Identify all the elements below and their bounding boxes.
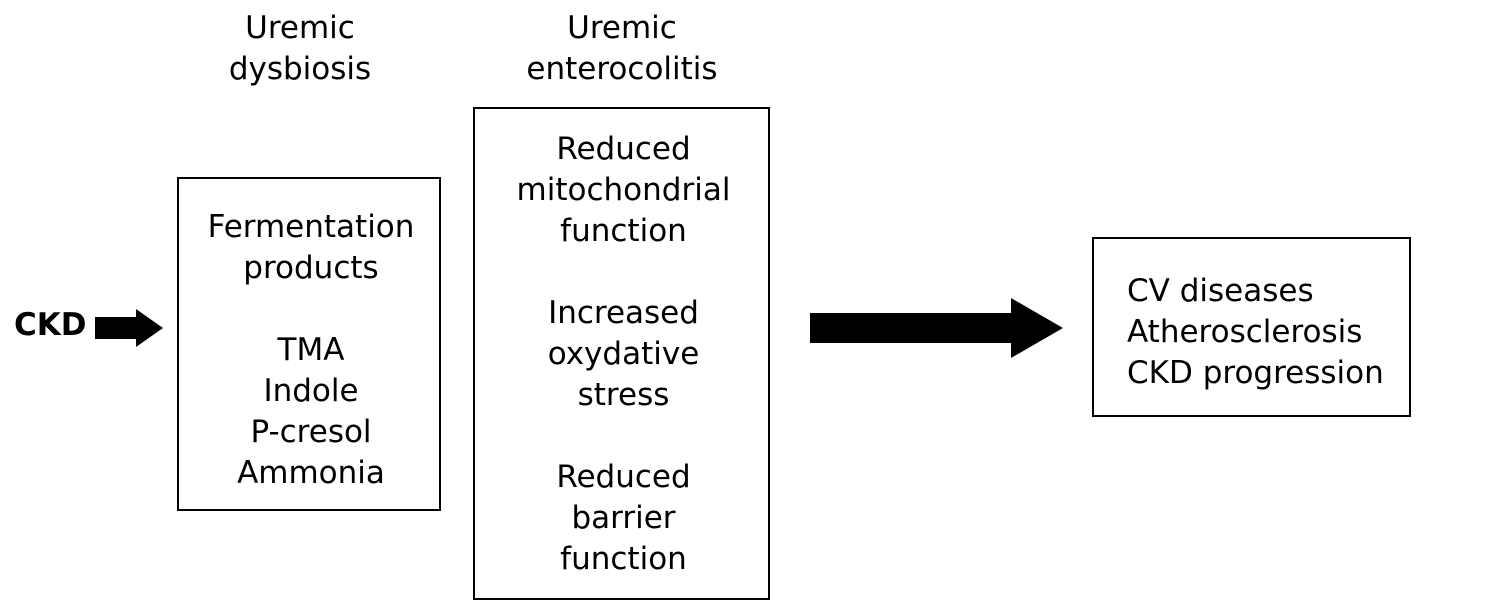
ckd-entry-label: CKD xyxy=(14,307,87,343)
ckd-to-dysbiosis-arrow xyxy=(95,309,163,347)
enterocolitis-to-outcomes-arrow xyxy=(810,298,1063,358)
outcomes-box: CV diseases Atherosclerosis CKD progress… xyxy=(1092,237,1411,417)
uremic-enterocolitis-box: Reduced mitochondrial function Increased… xyxy=(473,107,770,600)
header-uremic-enterocolitis: Uremic enterocolitis xyxy=(526,10,718,87)
fermentation-products-box: Fermentation products TMA Indole P-creso… xyxy=(177,177,441,511)
uremic-enterocolitis-text: Reduced mitochondrial function Increased… xyxy=(516,131,731,577)
fermentation-products-text: Fermentation products TMA Indole P-creso… xyxy=(207,209,415,491)
header-uremic-dysbiosis: Uremic dysbiosis xyxy=(228,10,372,87)
outcomes-text: CV diseases Atherosclerosis CKD progress… xyxy=(1127,273,1384,391)
